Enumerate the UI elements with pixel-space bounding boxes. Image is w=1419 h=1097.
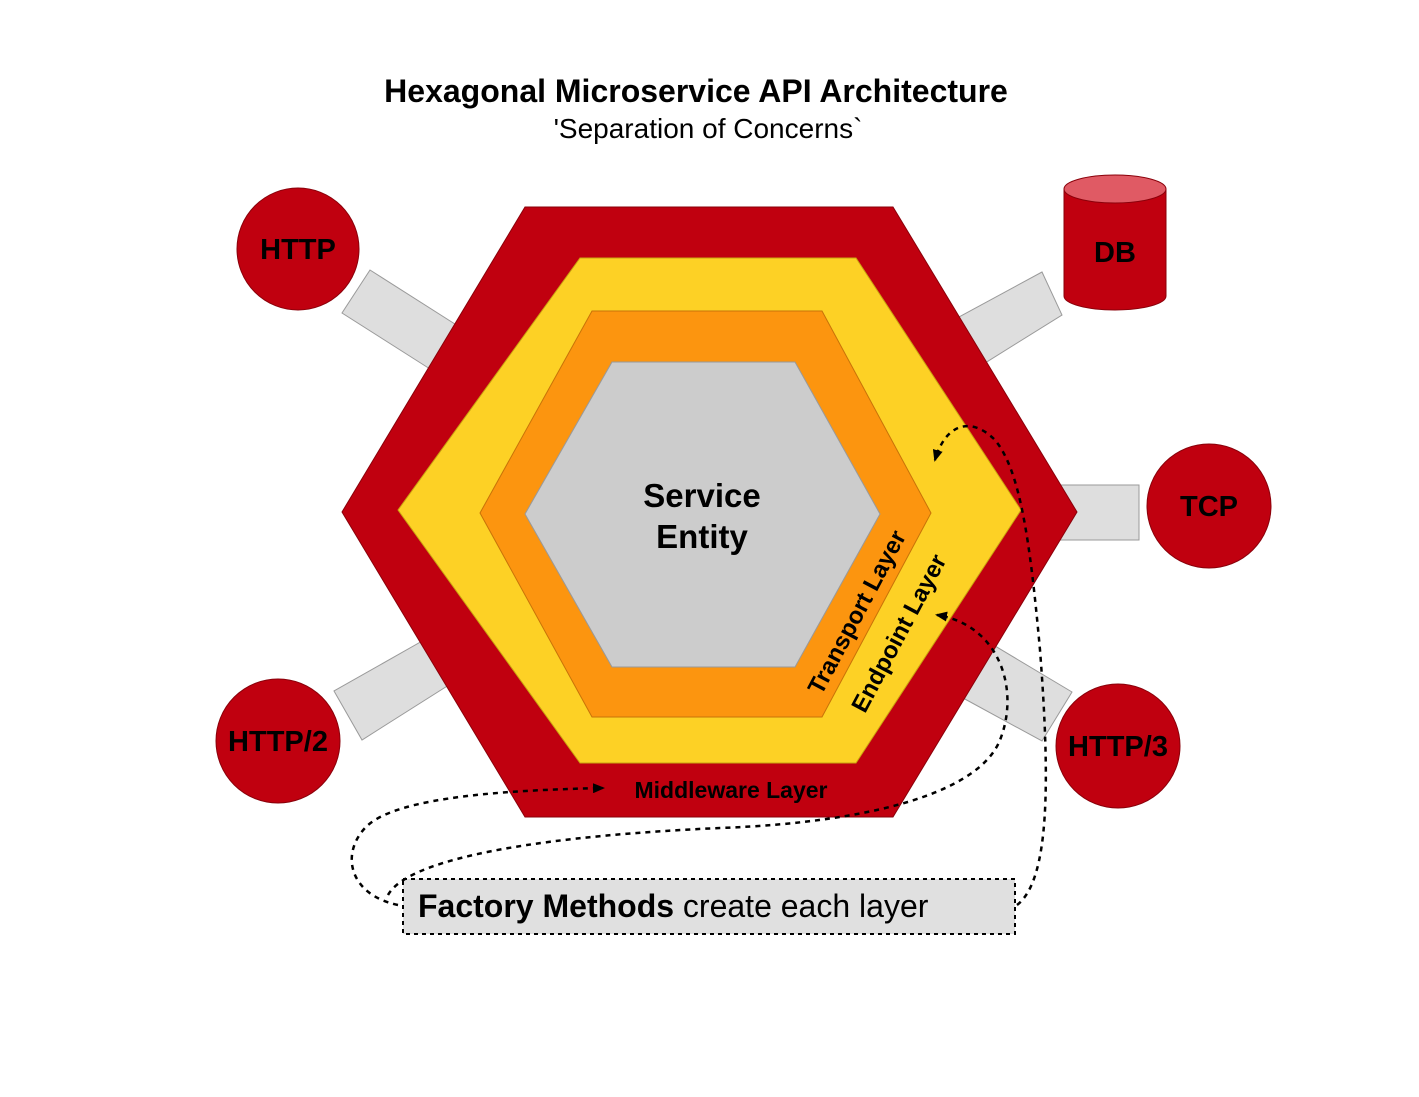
diagram-title: Hexagonal Microservice API Architecture: [384, 73, 1008, 109]
tcp-label: TCP: [1180, 491, 1238, 523]
middleware-layer-label: Middleware Layer: [634, 777, 827, 803]
http3-node: HTTP/3: [1055, 683, 1181, 809]
arrow-to-middleware: [350, 783, 605, 907]
arrow-to-transport: [932, 424, 1048, 906]
db-label: DB: [1094, 237, 1136, 269]
http-label: HTTP: [260, 234, 336, 266]
service-entity-label-line2: Entity: [656, 518, 748, 555]
http3-label: HTTP/3: [1068, 731, 1168, 763]
http2-node: HTTP/2: [215, 678, 341, 804]
service-entity-label-line1: Service: [643, 477, 760, 514]
factory-methods-box: [402, 878, 1016, 935]
factory-methods-rest: create each layer: [674, 888, 929, 924]
factory-methods-label: Factory Methods create each layer: [418, 888, 929, 924]
factory-methods-bold: Factory Methods: [418, 888, 674, 924]
arrow-to-endpoint: [386, 611, 1009, 896]
database-node: DB: [1063, 174, 1167, 311]
tcp-node: TCP: [1146, 443, 1272, 569]
http2-label: HTTP/2: [228, 726, 328, 758]
database-icon: [1063, 188, 1167, 311]
http-node: HTTP: [236, 187, 360, 311]
service-entity-hexagon: [524, 361, 881, 668]
diagram-subtitle: 'Separation of Concerns`: [554, 113, 863, 144]
